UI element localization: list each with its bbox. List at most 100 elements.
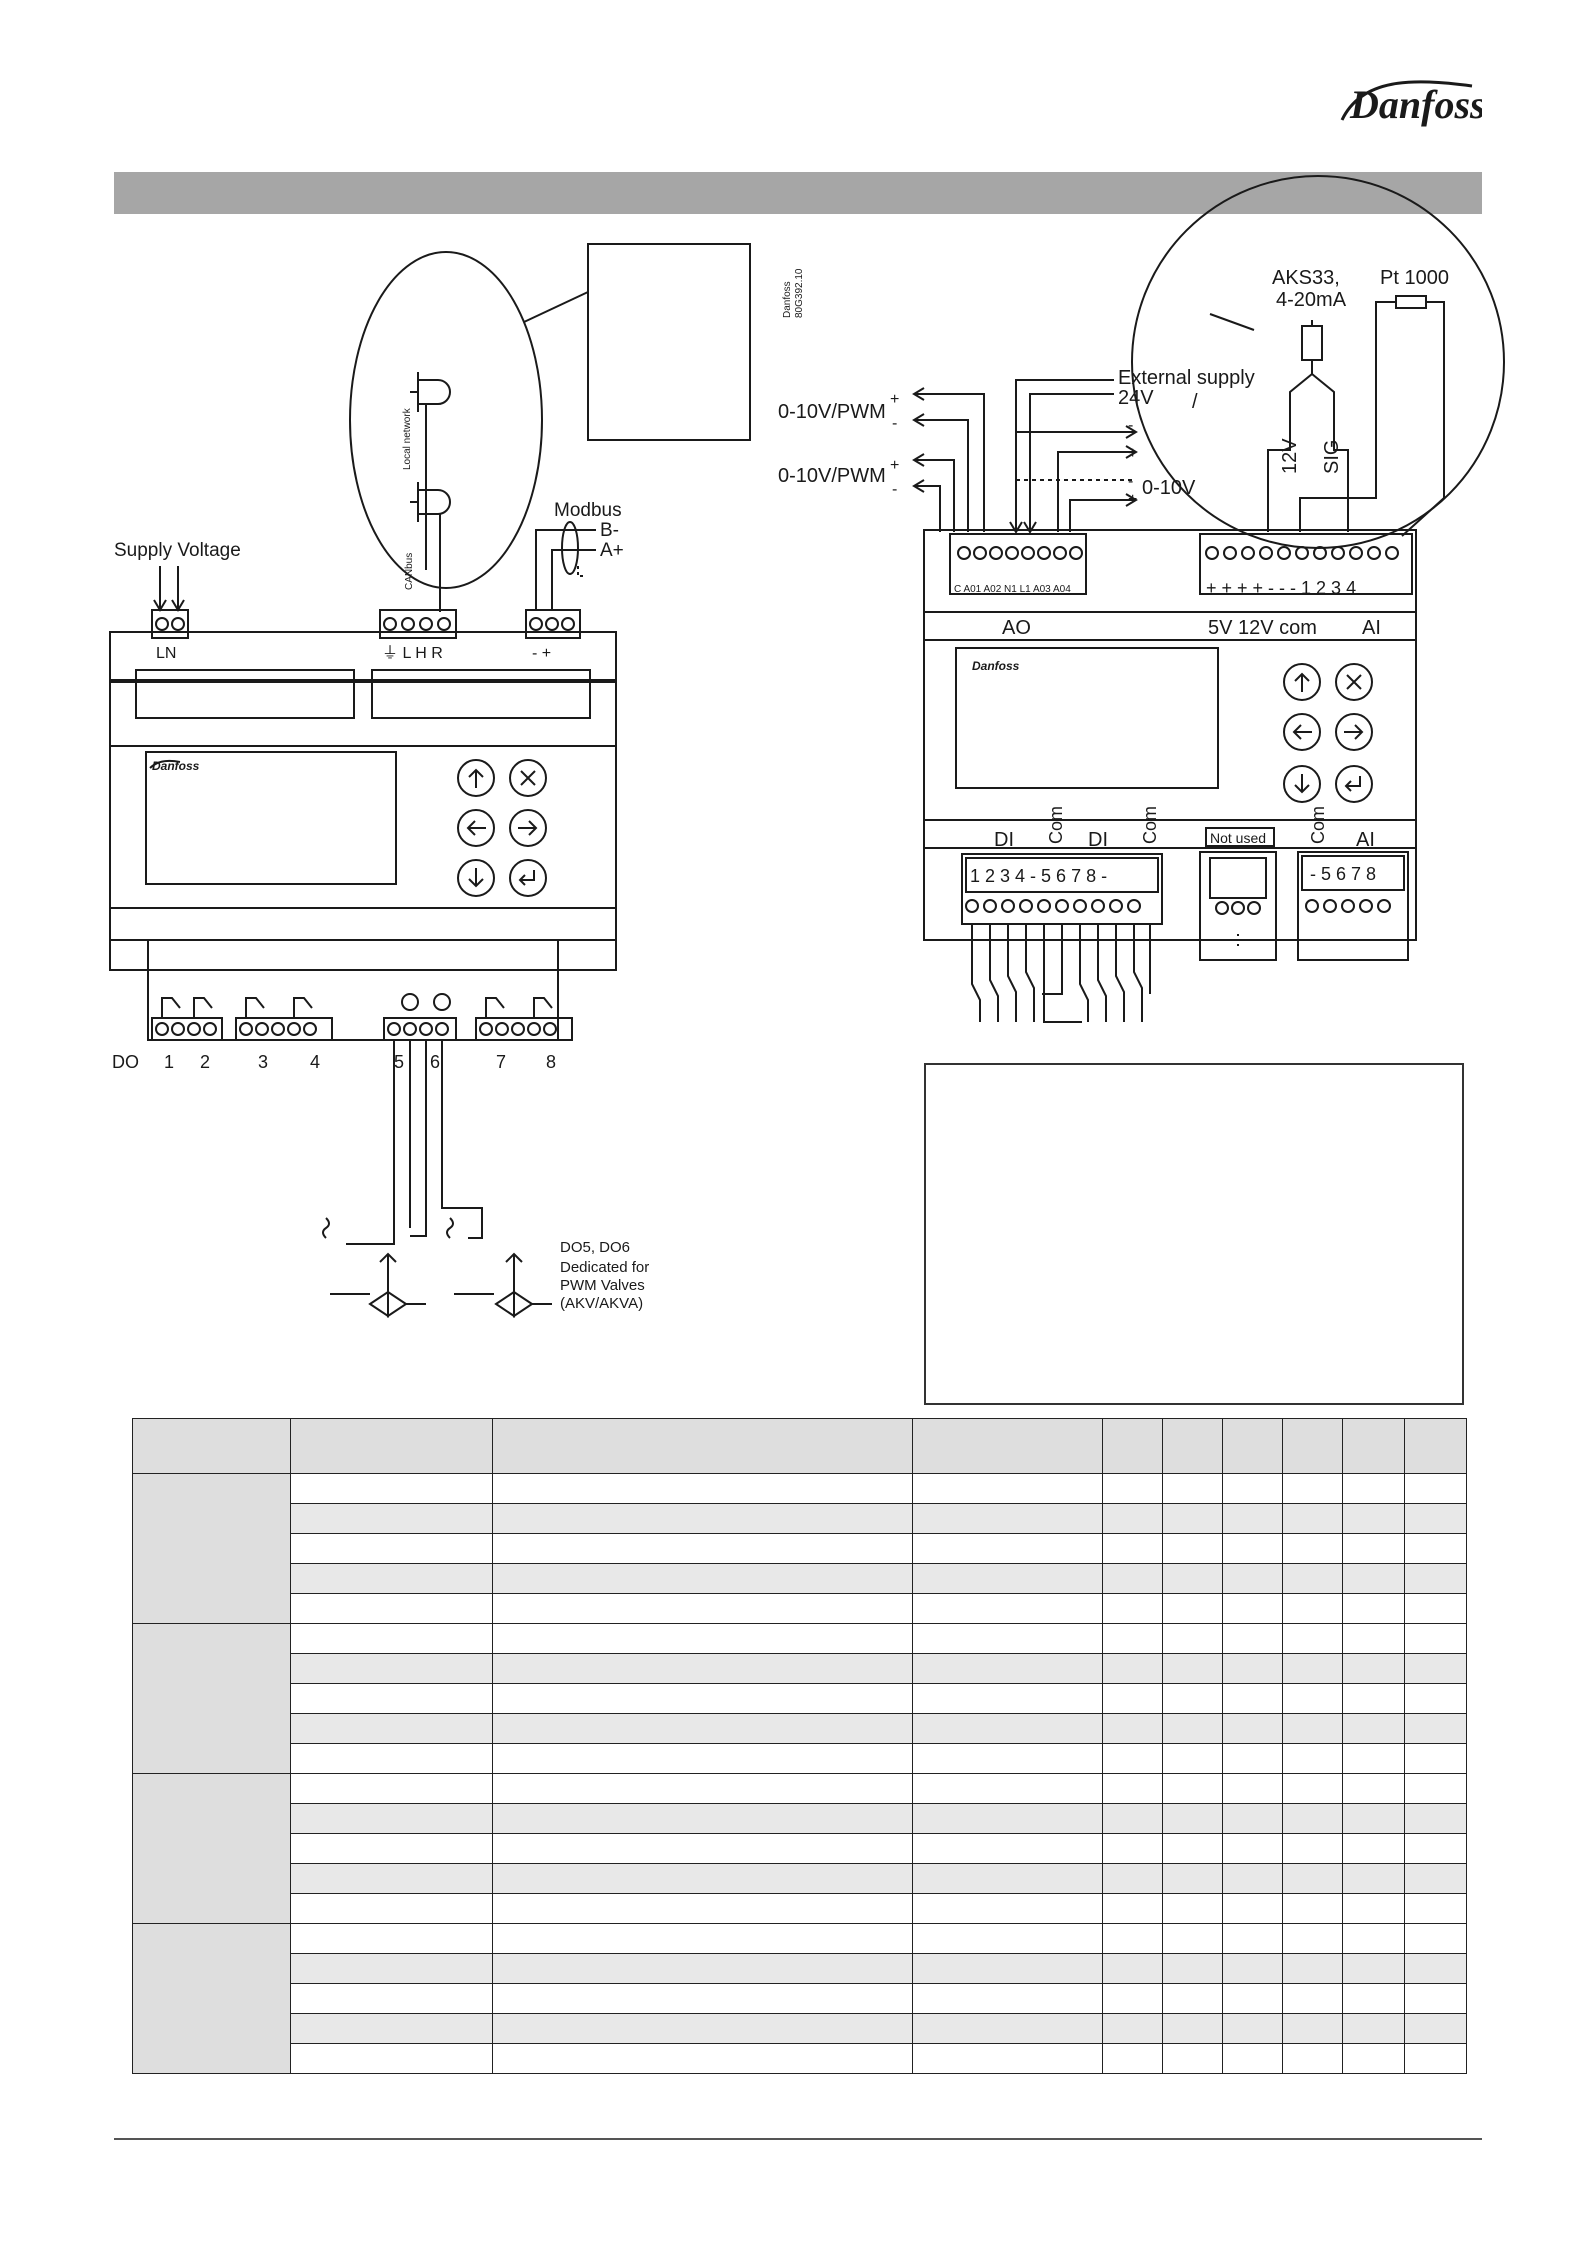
table-cell — [290, 1533, 493, 1564]
table-cell — [1102, 1893, 1163, 1924]
table-cell — [1342, 1683, 1405, 1714]
table-cell — [1342, 2013, 1405, 2044]
ao1-minus: - — [892, 415, 897, 432]
doc-id-line-2: 80G392.10 — [794, 268, 805, 318]
right-controller: AKS33, 4-20mA Pt 1000 12V SIG 0-10V/PWM … — [778, 175, 1505, 1023]
table-cell — [492, 1713, 913, 1744]
table-cell — [1162, 1473, 1223, 1504]
table-group-cell — [132, 1623, 291, 1774]
ao-terminal-labels: C A01 A02 N1 L1 A03 A04 — [954, 584, 1071, 595]
table-cell — [290, 2043, 493, 2074]
table-cell — [1404, 1803, 1467, 1834]
table-header-cell — [290, 1418, 493, 1474]
table-cell — [1102, 1923, 1163, 1954]
ai-bottom-label: AI — [1356, 829, 1375, 851]
table-cell — [492, 1833, 913, 1864]
pwm-note-line-1: Dedicated for — [560, 1259, 649, 1276]
table-cell — [1222, 1863, 1283, 1894]
table-cell — [1162, 2013, 1223, 2044]
table-cell — [1162, 1503, 1223, 1534]
table-cell — [290, 1953, 493, 1984]
table-cell — [492, 1983, 913, 2014]
table-cell — [492, 2043, 913, 2074]
table-group-cell — [132, 1923, 291, 2074]
do-terminal-strip — [151, 993, 573, 1041]
table-cell — [1222, 1923, 1283, 1954]
table-cell — [1162, 1533, 1223, 1564]
ao1-plus: + — [890, 391, 899, 408]
table-cell — [1342, 1743, 1405, 1774]
table-cell — [1342, 1803, 1405, 1834]
table-cell — [1102, 1593, 1163, 1624]
table-cell — [912, 1743, 1103, 1774]
do-number-3: 3 — [258, 1052, 268, 1072]
table-cell — [1282, 1563, 1343, 1594]
table-cell — [1222, 1623, 1283, 1654]
table-cell — [290, 1863, 493, 1894]
table-row — [132, 1773, 1467, 1924]
table-cell — [1102, 2013, 1163, 2044]
table-cell — [1222, 1473, 1283, 1504]
ao-label: AO — [1002, 617, 1031, 639]
table-cell — [492, 2013, 913, 2044]
table-cell — [912, 1773, 1103, 1804]
left-keypad — [457, 759, 547, 897]
zoom-ellipse — [349, 251, 543, 589]
table-group-cell — [132, 1773, 291, 1924]
table-cell — [290, 1563, 493, 1594]
table-cell — [912, 1863, 1103, 1894]
table-cell — [1282, 1683, 1343, 1714]
table-cell — [1102, 1803, 1163, 1834]
table-cell — [1162, 1923, 1223, 1954]
table-cell — [1342, 1653, 1405, 1684]
table-row — [133, 1683, 1467, 1714]
table-cell — [912, 1593, 1103, 1624]
modbus-terminal-labels: - + — [532, 645, 551, 662]
table-cell — [1162, 1983, 1223, 2014]
pwm-note-title: DO5, DO6 — [560, 1239, 630, 1256]
table-row — [132, 1623, 1467, 1774]
local-network-label: Local network — [402, 407, 413, 470]
do-number-4: 4 — [310, 1052, 320, 1072]
supply-voltage-label: Supply Voltage — [114, 540, 241, 561]
ao-signal-1-label: 0-10V/PWM — [778, 401, 886, 423]
canbus-label: CANbus — [404, 553, 415, 590]
table-cell — [1282, 1893, 1343, 1924]
sensor-aks33-label: AKS33, — [1272, 267, 1340, 289]
table-cell — [1222, 1953, 1283, 1984]
table-cell — [1404, 1833, 1467, 1864]
table-cell — [1282, 1743, 1343, 1774]
table-cell — [1222, 1533, 1283, 1564]
table-cell — [1342, 1713, 1405, 1744]
table-cell — [1102, 1833, 1163, 1864]
table-cell — [1222, 1773, 1283, 1804]
table-cell — [1404, 1983, 1467, 2014]
table-cell — [1404, 1593, 1467, 1624]
ext-minus-1: - — [1128, 417, 1133, 434]
table-cell — [492, 1593, 913, 1624]
table-cell — [492, 1683, 913, 1714]
section-header-bar — [114, 172, 1482, 214]
table-header-cell — [1102, 1418, 1163, 1474]
table-cell — [290, 1923, 493, 1954]
table-cell — [1222, 1983, 1283, 2014]
table-cell — [1404, 1893, 1467, 1924]
table-cell — [1102, 1473, 1163, 1504]
table-row — [133, 1953, 1467, 1984]
table-cell — [1342, 1773, 1405, 1804]
table-row — [133, 1653, 1467, 1684]
table-cell — [492, 1503, 913, 1534]
ai-terminal-signs: + + + + - - - 1 2 3 4 — [1206, 578, 1356, 598]
table-cell — [1282, 1503, 1343, 1534]
table-cell — [1282, 1773, 1343, 1804]
table-cell — [1282, 1923, 1343, 1954]
footer-rule — [114, 2138, 1482, 2140]
table-row — [133, 1593, 1467, 1624]
table-cell — [290, 1773, 493, 1804]
ext-plus-2: + — [1128, 491, 1137, 508]
di-label-1: DI — [994, 829, 1014, 851]
table-cell — [290, 1803, 493, 1834]
table-cell — [1342, 1953, 1405, 1984]
ao-signal-2-label: 0-10V/PWM — [778, 465, 886, 487]
sensor-range-label: 4-20mA — [1276, 289, 1347, 311]
